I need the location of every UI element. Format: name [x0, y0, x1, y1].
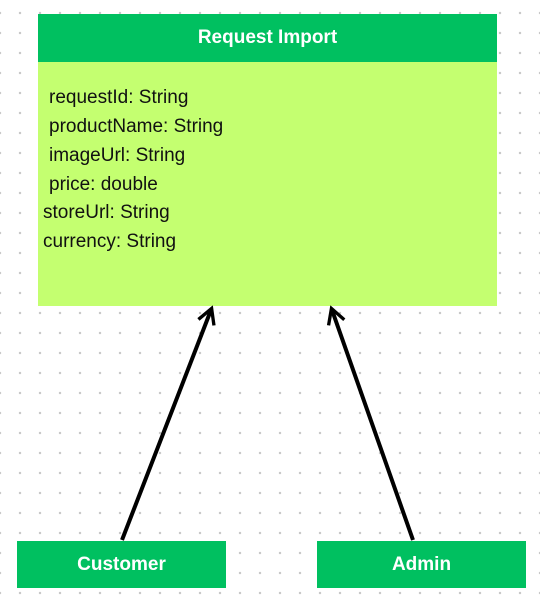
request-import-class-box[interactable]: Request Import — [38, 14, 497, 306]
admin-to-request-arrow[interactable] — [332, 310, 415, 541]
attribute-currency: currency: String — [43, 231, 177, 252]
admin-actor-box[interactable]: Admin — [317, 541, 526, 588]
customer-to-request-arrow[interactable] — [120, 310, 211, 541]
customer-actor-box[interactable]: Customer — [17, 541, 226, 588]
attribute-price: price: double — [49, 174, 158, 195]
attribute-product-name: productName: String — [49, 116, 224, 137]
class-title: Request Import — [38, 14, 497, 62]
attribute-image-url: imageUrl: String — [49, 145, 186, 166]
attribute-store-url: storeUrl: String — [43, 202, 170, 223]
attribute-request-id: requestId: String — [49, 87, 189, 108]
